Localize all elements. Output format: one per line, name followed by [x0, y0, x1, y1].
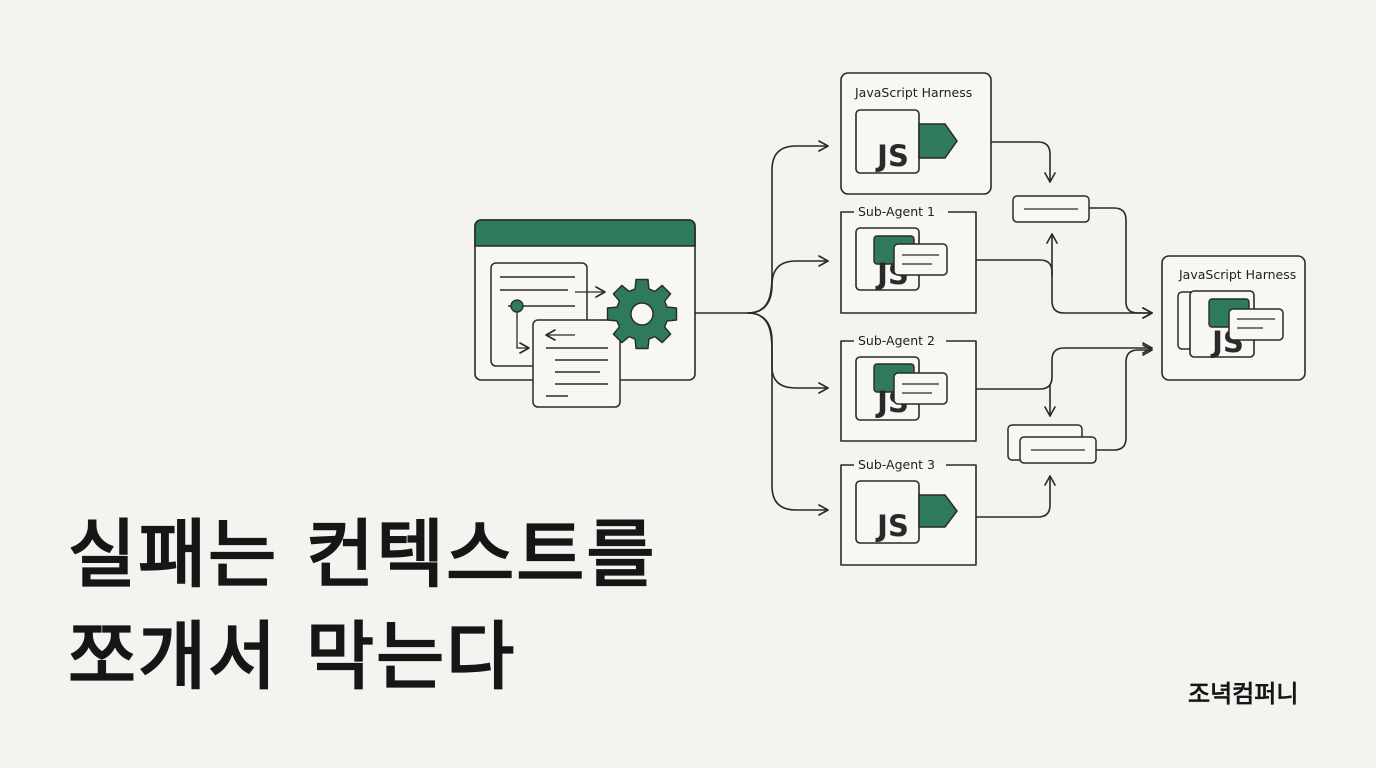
js-logo-text: JS	[875, 509, 909, 543]
chat-bubble-icon	[893, 372, 948, 405]
js-logo-icon: JS	[855, 480, 958, 544]
card-title: Sub-Agent 3	[858, 457, 935, 472]
card-javascript-harness-top: JavaScript Harness JS	[840, 72, 992, 195]
card-sub-agent-1: Sub-Agent 1 JS	[840, 204, 977, 314]
js-logo-icon: JS	[855, 109, 958, 174]
card-sub-agent-2: Sub-Agent 2 JS	[840, 333, 977, 442]
chat-bubble-icon	[1228, 308, 1284, 341]
card-title: Sub-Agent 2	[858, 333, 935, 348]
document-icon	[532, 319, 621, 408]
merge-box-2	[1007, 424, 1097, 464]
card-title: JavaScript Harness	[854, 85, 972, 100]
merge-box-1	[1012, 195, 1090, 223]
connector-lines	[694, 140, 1153, 518]
card-sub-agent-3: Sub-Agent 3 JS	[840, 457, 977, 566]
card-title: Sub-Agent 1	[858, 204, 935, 219]
headline-line-2: 쪼개서 막는다	[68, 614, 517, 700]
card-javascript-harness-right: JavaScript Harness JS	[1161, 255, 1306, 381]
card-title: JavaScript Harness	[1178, 267, 1296, 282]
headline-line-1: 실패는 컨텍스트를	[68, 512, 657, 598]
brand-name: 조녁컴퍼니	[1188, 680, 1299, 708]
chat-bubble-icon	[893, 243, 948, 276]
gear-hole	[630, 302, 654, 326]
gear-icon	[606, 278, 678, 350]
js-logo-text: JS	[875, 139, 909, 173]
